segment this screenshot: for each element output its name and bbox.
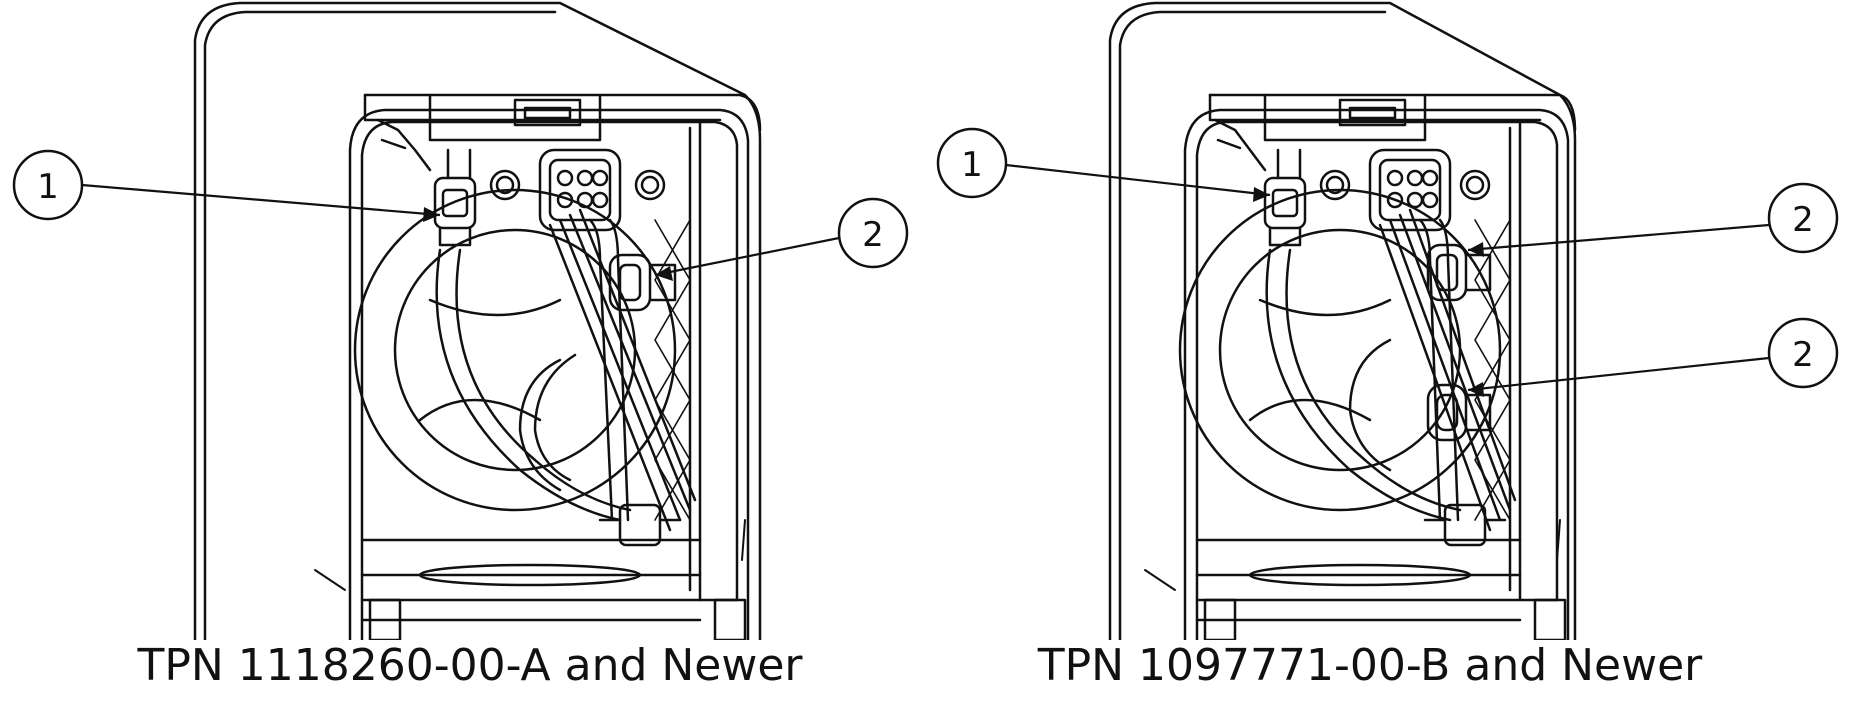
unit-drawing-left: 1 2 <box>12 1 909 640</box>
figure-left: 1 2 TPN 1118260-00-A and Newer <box>0 0 909 711</box>
callout-1-left-label: 1 <box>37 167 59 207</box>
callout-2-left-label: 2 <box>862 215 884 255</box>
figure-right: 1 2 2 TPN 1097771-00-B and Newer <box>920 0 1839 711</box>
callout-1-right: 1 <box>936 127 1271 202</box>
unit-drawing-right: 1 2 2 <box>936 1 1839 640</box>
callout-2-left: 2 <box>654 197 909 281</box>
figure-left-caption: TPN 1118260-00-A and Newer <box>137 640 803 691</box>
callout-1-left: 1 <box>12 149 441 222</box>
callout-2-right-lower-label: 2 <box>1792 335 1814 375</box>
callout-2-right-upper-label: 2 <box>1792 200 1814 240</box>
callout-1-right-label: 1 <box>961 145 983 185</box>
figure-right-caption: TPN 1097771-00-B and Newer <box>1037 640 1703 691</box>
callout-2-right-upper: 2 <box>1467 182 1839 257</box>
callout-2-right-lower: 2 <box>1467 317 1839 397</box>
